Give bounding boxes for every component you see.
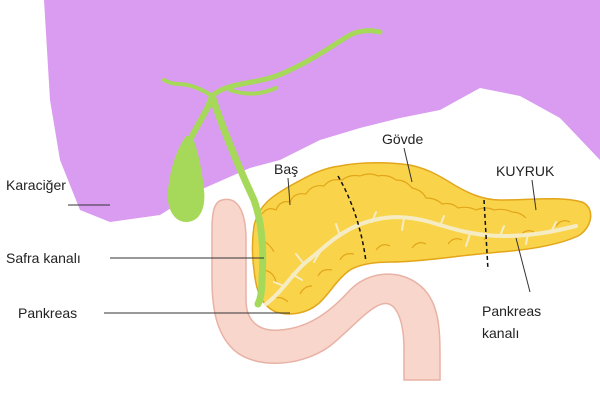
leader-pancreatic-duct xyxy=(515,237,531,293)
label-pancreatic-duct-line1: Pankreas xyxy=(482,303,541,319)
head-body-divider xyxy=(337,175,367,263)
gallbladder-shape xyxy=(167,136,205,222)
body-tail-divider xyxy=(483,199,489,271)
leader-tail xyxy=(531,179,537,211)
label-bile-duct: Safra kanalı xyxy=(6,250,81,266)
label-body: Gövde xyxy=(382,131,423,147)
pancreatic-duct xyxy=(264,211,578,306)
leader-head xyxy=(287,177,291,206)
leader-lines xyxy=(68,147,537,314)
leader-body xyxy=(403,147,413,183)
label-head: Baş xyxy=(274,161,298,177)
duodenum-shape xyxy=(211,198,441,381)
bile-duct-tree xyxy=(162,28,383,308)
label-pancreatic-duct-line2: kanalı xyxy=(482,325,519,341)
label-liver: Karaciğer xyxy=(6,177,66,193)
label-tail: KUYRUK xyxy=(496,163,555,179)
pancreas-shape xyxy=(251,161,592,315)
label-pancreas: Pankreas xyxy=(18,305,77,321)
